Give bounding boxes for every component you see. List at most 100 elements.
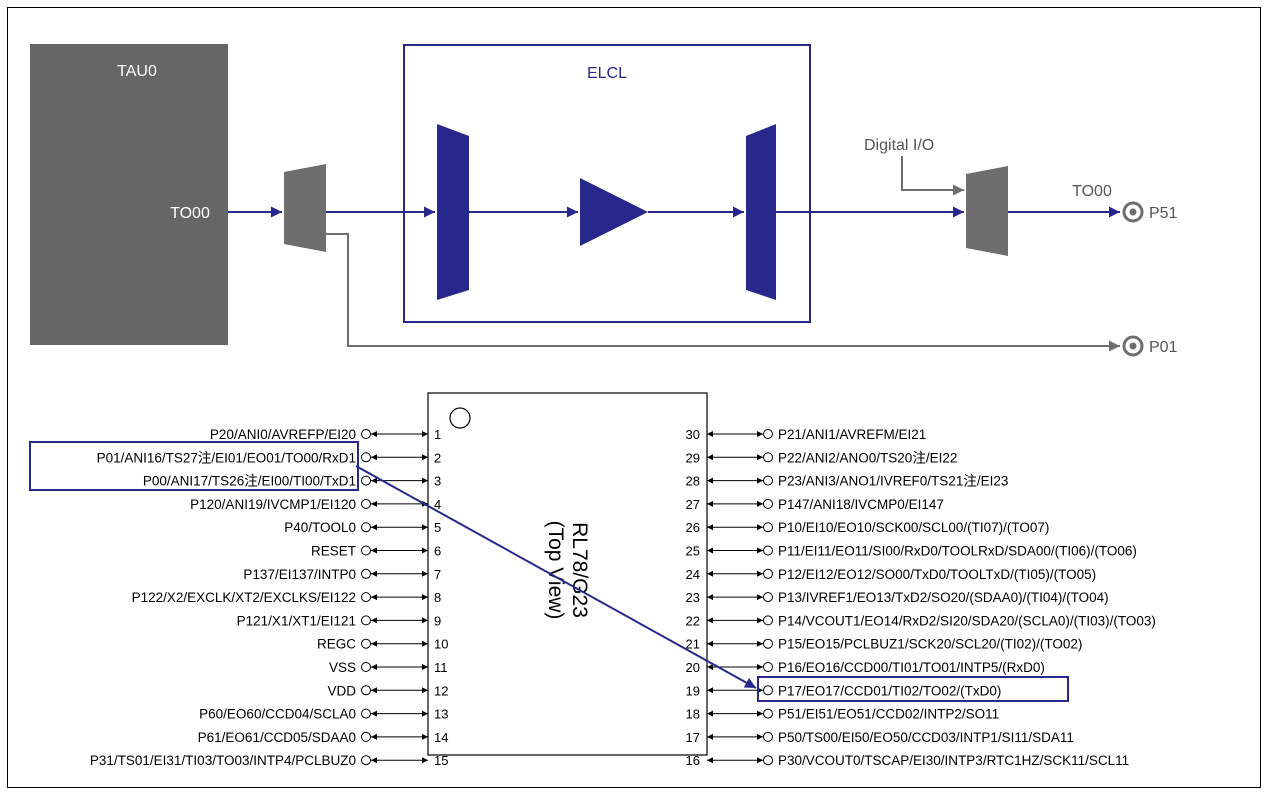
pin-terminal-icon [763, 545, 773, 556]
pin-terminal-icon [763, 708, 773, 719]
pin-number: 26 [686, 520, 700, 535]
pin-number: 13 [434, 707, 448, 722]
pin-number: 29 [686, 450, 700, 465]
figure-frame [7, 7, 1261, 788]
pin-label: P120/ANI19/IVCMP1/EI120 [190, 497, 356, 512]
pin-number: 22 [686, 613, 700, 628]
pin-number: 9 [434, 613, 441, 628]
pin-number: 7 [434, 567, 441, 582]
pin-label: P60/EO60/CCD04/SCLA0 [199, 707, 356, 722]
pin-label: P20/ANI0/AVREFP/EI20 [210, 427, 356, 442]
pin-label: VSS [329, 660, 356, 675]
pin-terminal-icon [361, 429, 371, 439]
pin-connector [371, 664, 428, 670]
pin-connector [371, 547, 428, 554]
pin-label: P22/ANI2/ANO0/TS20注/EI22 [778, 450, 957, 465]
pin-label: P121/X1/XT1/EI121 [237, 613, 356, 628]
pin-number: 28 [686, 474, 700, 489]
tau0-block [30, 44, 228, 345]
pin-number: 25 [686, 544, 700, 559]
pin-connector [707, 733, 763, 740]
pin-label: P10/EI10/EO10/SCK00/SCL00/(TI07)/(TO07) [778, 520, 1049, 535]
tau0-output-label: TO00 [170, 205, 210, 222]
pin-number: 17 [686, 730, 700, 745]
digital-io-label: Digital I/O [864, 137, 934, 154]
pin-label: P40/TOOL0 [284, 520, 356, 535]
pin-label: P13/IVREF1/EO13/TxD2/SO20/(SDAA0)/(TI04)… [778, 590, 1109, 605]
pin-terminal-icon [763, 731, 773, 742]
pin-connector [371, 710, 428, 717]
pin-number: 20 [686, 660, 700, 675]
elcl-input-mux [437, 124, 469, 300]
pin-connector [707, 454, 763, 461]
pin-connector [371, 640, 428, 647]
pin-label: VDD [327, 683, 356, 698]
pin-terminal-icon [763, 615, 773, 626]
port-selector [966, 166, 1008, 256]
elcl-label: ELCL [587, 65, 627, 82]
pin-connector [371, 733, 428, 740]
pin-terminal-icon [361, 755, 371, 766]
signal-to-p01 [326, 233, 1120, 352]
pin-connector [707, 757, 763, 764]
elcl-buffer [580, 178, 648, 246]
pin-number: 16 [686, 753, 700, 768]
pin-label: P51/EI51/EO51/CCD02/INTP2/SO11 [778, 707, 999, 722]
pin-label: P01/ANI16/TS27注/EI01/EO01/TO00/RxD1 [97, 450, 356, 465]
pin-number: 27 [686, 497, 700, 512]
pin-terminal-icon [763, 498, 773, 509]
pin1-indicator [449, 407, 471, 429]
pin-label: P30/VCOUT0/TSCAP/EI30/INTP3/RTC1HZ/SCK11… [778, 753, 1129, 768]
pin-terminal-icon [763, 638, 773, 649]
pin-terminal-icon [763, 592, 773, 603]
pin-terminal-icon [361, 498, 371, 509]
elcl-output-mux [746, 124, 776, 300]
pin-terminal-icon [361, 708, 371, 719]
chip-pins: 1 P20/ANI0/AVREFP/EI20 2 P01/ANI16/TS27注/EI… [90, 427, 1156, 768]
pin-label: P31/TS01/EI31/TI03/TO03/INTP4/PCLBUZ0 [90, 753, 356, 768]
pin-label: P17/EO17/CCD01/TI02/TO02/(TxD0) [778, 683, 1001, 698]
pin-label: P122/X2/EXCLK/XT2/EXCLKS/EI122 [132, 590, 356, 605]
pin-number: 4 [434, 497, 441, 512]
pin-number: 19 [686, 683, 700, 698]
pin-connector [707, 640, 763, 647]
pin-number: 14 [434, 730, 448, 745]
pin-number: 24 [686, 567, 700, 582]
p01-pin-icon [1122, 335, 1144, 357]
pin-connector [371, 687, 428, 694]
pin-number: 18 [686, 707, 700, 722]
pin-number: 6 [434, 544, 441, 559]
pin-label: P21/ANI1/AVREFM/EI21 [778, 427, 926, 442]
pin-terminal-icon [763, 755, 773, 766]
pin-label: RESET [311, 544, 356, 559]
pin-label: P23/ANI3/ANO1/IVREF0/TS21注/EI23 [778, 474, 1008, 489]
pin-terminal-icon [361, 475, 371, 486]
pin-label: P16/EO16/CCD00/TI01/TO01/INTP5/(RxD0) [778, 660, 1045, 675]
pin-number: 2 [434, 450, 441, 465]
pin-label: P12/EI12/EO12/SO00/TxD0/TOOLTxD/(TI05)/(… [778, 567, 1096, 582]
pin-connector [371, 570, 428, 577]
pin-connector [707, 524, 763, 531]
pin-connector [707, 617, 763, 624]
pin-connector [707, 570, 763, 577]
chip-name: RL78/G23 [568, 522, 591, 618]
pin-terminal-icon [763, 685, 773, 696]
chip-view-label: (Top View) [544, 521, 567, 620]
pin-connector [371, 757, 428, 764]
pin-terminal-icon [361, 522, 371, 533]
pin-number: 21 [686, 637, 700, 652]
elcl-block [403, 44, 811, 323]
pin-label: P137/EI137/INTP0 [243, 567, 356, 582]
pin-terminal-icon [763, 568, 773, 579]
pin-connector [371, 454, 428, 461]
pin-label: P14/VCOUT1/EO14/RxD2/SI20/SDA20/(SCLA0)/… [778, 613, 1156, 628]
pin-number: 1 [434, 427, 441, 442]
pin-connector [707, 594, 763, 601]
pin-connector [371, 617, 428, 624]
pin-label: REGC [317, 637, 356, 652]
pin-connector [707, 500, 763, 507]
pin-terminal-icon [361, 638, 371, 649]
pin-number: 12 [434, 683, 448, 698]
pin-mapping-arrow [355, 465, 757, 689]
